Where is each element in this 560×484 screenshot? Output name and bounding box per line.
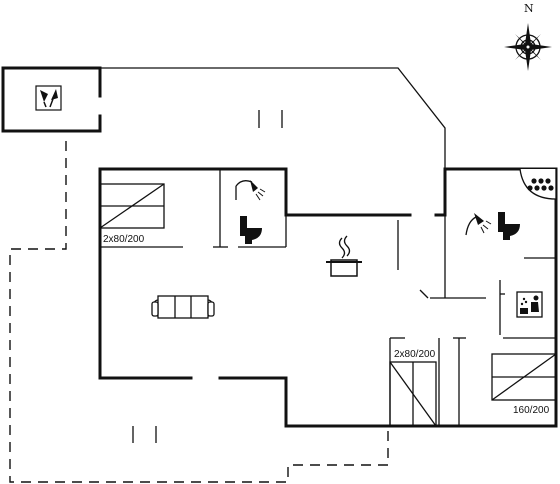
bed-size-label-middle: 2x80/200 xyxy=(394,349,436,360)
terrace-dashed-boundary xyxy=(9,141,389,483)
terrace-outline xyxy=(100,67,446,168)
bed-size-label-left: 2x80/200 xyxy=(103,234,145,245)
sauna-icon xyxy=(516,291,543,318)
twin-bed-icon xyxy=(389,361,437,427)
wine-glasses-icon xyxy=(35,85,62,111)
bed-size-label-right: 160/200 xyxy=(513,405,550,416)
north-label: N xyxy=(524,2,534,15)
double-bed-icon xyxy=(491,353,557,401)
annex-building xyxy=(1,66,102,133)
compass-rose-icon xyxy=(504,23,552,71)
shower-icon xyxy=(465,213,492,236)
interior-walls xyxy=(100,169,556,426)
toilet-icon xyxy=(498,212,520,240)
toilet-icon xyxy=(240,216,262,244)
cooking-pot-icon xyxy=(326,235,362,277)
whirlpool-icon xyxy=(519,168,557,200)
sofa-icon xyxy=(151,295,215,319)
shower-icon xyxy=(235,180,266,201)
twin-bed-icon xyxy=(99,183,165,229)
